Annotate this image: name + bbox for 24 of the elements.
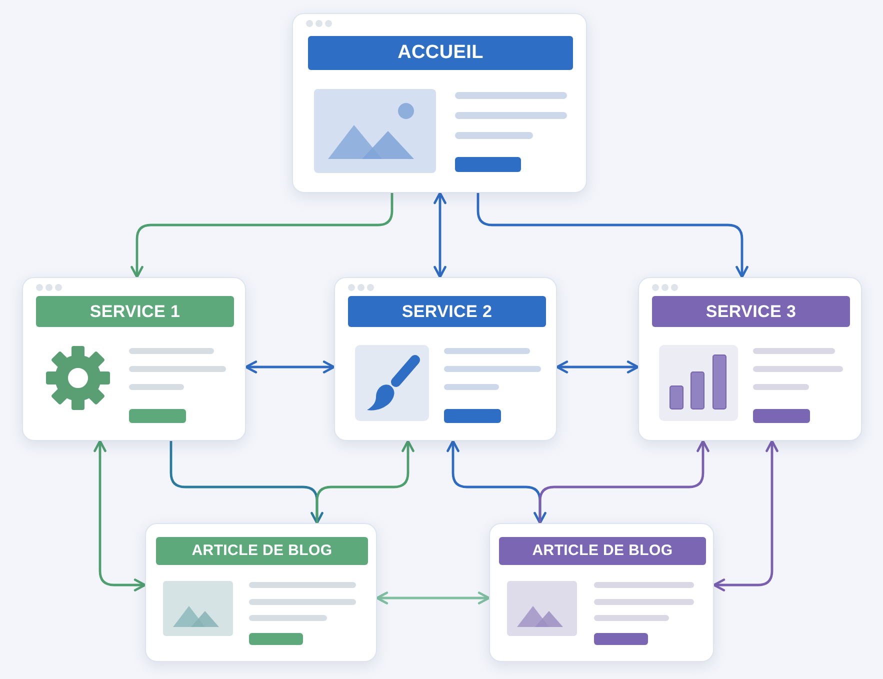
double-arrow <box>434 192 446 278</box>
page-card <box>292 13 587 193</box>
title-banner: ACCUEIL <box>308 36 573 70</box>
double-arrow <box>446 440 546 524</box>
arrow <box>476 192 748 278</box>
double-arrow <box>244 360 336 374</box>
arrow <box>316 440 414 524</box>
title-banner: SERVICE 3 <box>652 296 850 327</box>
page-card <box>22 277 246 441</box>
double-arrow <box>712 440 778 592</box>
arrow <box>170 440 324 524</box>
double-arrow <box>94 440 146 592</box>
arrow <box>130 192 394 278</box>
page-card <box>145 523 377 662</box>
title-banner: ARTICLE DE BLOG <box>156 537 368 565</box>
title-banner: SERVICE 1 <box>36 296 234 327</box>
page-card <box>334 277 557 441</box>
double-arrow <box>556 360 640 374</box>
page-card <box>489 523 714 662</box>
double-arrow <box>376 592 490 604</box>
title-banner: SERVICE 2 <box>348 296 546 327</box>
title-banner: ARTICLE DE BLOG <box>499 537 706 565</box>
page-card <box>638 277 862 441</box>
arrow <box>538 440 710 524</box>
